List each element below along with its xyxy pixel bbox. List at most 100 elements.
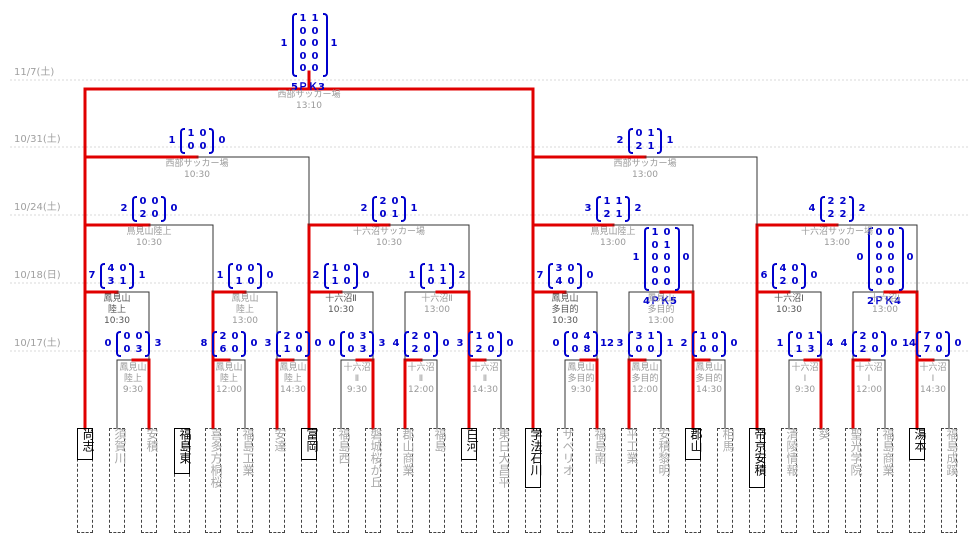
half-score: 1 [391,209,399,220]
venue-time: 13:00 [648,316,674,326]
team-winner-frame [909,428,925,460]
date-label: 10/18(日) [14,270,61,281]
venue-name: 十六沼Ⅰ [870,294,900,304]
total-score-left: 6 [760,270,768,281]
half-score: 0 [567,263,575,274]
half-score: 0 [299,25,307,37]
total-score-right: 3 [154,338,162,349]
half-score: 0 [379,209,387,220]
total-score-right: 2 [458,270,466,281]
pk-label: 2ＰＫ4 [867,296,901,307]
half-score: 0 [123,331,131,342]
half-score: 0 [871,344,879,355]
total-score-left: 2 [680,338,688,349]
half-score: 0 [875,277,883,289]
venue-time: 10:30 [376,238,402,248]
half-score: 0 [311,50,319,62]
half-score: 0 [699,344,707,355]
half-score: 0 [871,331,879,342]
half-score: 0 [311,25,319,37]
team-name: 郡山商業 [401,428,415,476]
half-score: 0 [875,239,883,251]
venue-time: 9:30 [570,385,592,395]
venue-time: 12:00 [408,385,434,395]
team-name: 白河 [465,428,479,452]
half-score: 0 [199,128,207,139]
team-slot [109,428,125,533]
total-score-right: 2 [634,203,642,214]
team-name: 安積 [145,428,159,452]
half-score: 0 [299,63,307,75]
team-slot [237,428,253,533]
half-score: 3 [135,344,143,355]
half-score: 1 [807,331,815,342]
date-label: 10/31(土) [14,134,61,145]
total-score-left: 7 [88,270,96,281]
total-score-right: 0 [314,338,322,349]
total-score-left: 7 [536,270,544,281]
half-score: 1 [235,276,243,287]
venue-time: 14:30 [920,385,946,395]
half-score: 0 [711,331,719,342]
venue-sub: Ⅰ [931,374,935,384]
team-slot [781,428,797,533]
half-score: 2 [219,331,227,342]
team-name: 磐城桜が丘 [369,428,383,488]
venue-time: 14:30 [696,385,722,395]
team-name: ザベリオ [561,428,575,476]
venue-name: 鳳見山 [551,294,579,304]
team-name: 福島東 [178,428,192,464]
total-score-left: 1 [168,135,176,146]
team-winner-frame [749,428,765,488]
half-score: 0 [887,252,895,264]
total-score-left: 4 [808,203,816,214]
half-score: 1 [187,128,195,139]
venue-time: 9:30 [122,385,144,395]
half-score: 0 [119,263,127,274]
venue-name: 十六沼 [343,363,371,373]
venue-name: 西部サッカー場 [613,159,677,169]
half-score: 0 [123,344,131,355]
half-score: 0 [231,331,239,342]
half-score: 0 [567,276,575,287]
team-name: 福島商業 [881,428,895,476]
total-score-left: 1 [408,270,416,281]
half-score: 2 [859,344,867,355]
total-score-left: 1 [632,252,640,263]
half-score: 0 [635,128,643,139]
venue-sub: 陸上 [123,374,142,384]
half-score: 6 [219,344,227,355]
half-score: 2 [827,196,835,207]
total-score-right: 0 [362,270,370,281]
half-score: 0 [423,331,431,342]
half-score: 0 [647,344,655,355]
venue-sub: 多目的 [647,305,675,315]
total-score-right: 4 [826,338,834,349]
total-score-right: 0 [442,338,450,349]
total-score-left: 2 [360,203,368,214]
venue-time: 10:30 [776,305,802,315]
venue-sub: 陸上 [219,374,238,384]
half-score: 1 [647,331,655,342]
venue-time: 14:30 [280,385,306,395]
venue-time: 10:30 [136,238,162,248]
half-score: 4 [107,263,115,274]
half-score: 0 [187,141,195,152]
total-score-right: 0 [266,270,274,281]
half-score: 0 [151,209,159,220]
half-score: 0 [199,141,207,152]
half-score: 1 [283,344,291,355]
